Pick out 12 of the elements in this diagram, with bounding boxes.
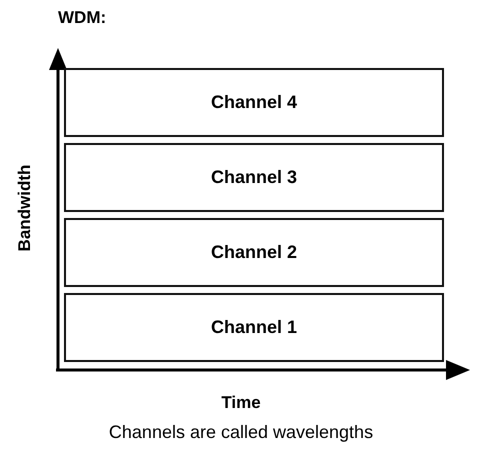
x-axis-title: Time <box>221 393 261 412</box>
channel-label: Channel 4 <box>210 92 298 113</box>
channel-box <box>64 218 444 287</box>
diagram-title: WDM: <box>58 8 106 28</box>
y-axis-title: Bandwidth <box>15 164 35 254</box>
channel-label: Channel 2 <box>210 242 298 263</box>
channel-label: Channel 3 <box>210 167 298 188</box>
channel-box <box>64 293 444 362</box>
channel-box <box>64 143 444 212</box>
channel-label: Channel 1 <box>210 317 298 338</box>
channel-box <box>64 68 444 137</box>
caption: Channels are called wavelengths <box>108 422 374 442</box>
